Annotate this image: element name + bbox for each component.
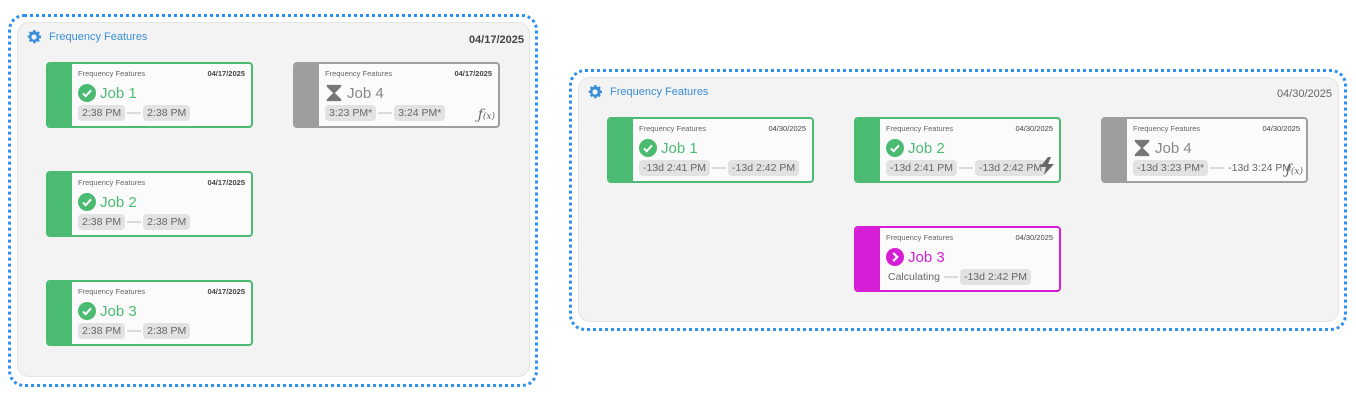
job-title: Job 4	[1155, 139, 1192, 157]
job-title: Job 2	[100, 193, 137, 211]
end-time: -13d 2:42 PM	[728, 160, 800, 176]
check-circle-icon	[78, 84, 96, 102]
card-header: Frequency Features	[78, 178, 146, 187]
group-title-label: Frequency Features	[49, 31, 148, 43]
card-date: 04/30/2025	[768, 124, 806, 133]
start-time: -13d 3:23 PM*	[1133, 160, 1209, 176]
check-circle-icon	[78, 302, 96, 320]
end-time: -13d 2:42 PM	[975, 160, 1047, 176]
end-time: 2:38 PM	[143, 214, 191, 230]
card-header: Frequency Features	[78, 287, 146, 296]
job-card[interactable]: Frequency Features 04/17/2025 Job 1 2:38 …	[46, 62, 253, 128]
card-header: Frequency Features	[1133, 124, 1201, 133]
hourglass-icon	[326, 84, 342, 102]
card-date: 04/17/2025	[454, 69, 492, 78]
card-header: Frequency Features	[886, 233, 954, 242]
job-title: Job 4	[347, 84, 384, 102]
job-title: Job 3	[908, 248, 945, 266]
check-circle-icon	[639, 139, 657, 157]
group-title[interactable]: Frequency Features	[25, 28, 147, 46]
card-date: 04/17/2025	[207, 287, 245, 296]
check-circle-icon	[78, 193, 96, 211]
group-title-label: Frequency Features	[610, 86, 709, 98]
lightning-icon	[1040, 157, 1054, 175]
start-time: 2:38 PM	[78, 323, 126, 339]
check-circle-icon	[886, 139, 904, 157]
chevron-circle-icon	[886, 248, 904, 266]
gear-icon	[27, 30, 42, 44]
job-group[interactable]	[569, 69, 1347, 331]
job-card[interactable]: Frequency Features 04/30/2025 Job 1 -13d …	[607, 117, 814, 183]
start-time: 2:38 PM	[78, 105, 126, 121]
end-time: 2:38 PM	[143, 105, 191, 121]
start-time: 3:23 PM*	[325, 105, 377, 121]
card-header: Frequency Features	[639, 124, 707, 133]
job-title: Job 1	[661, 139, 698, 157]
start-time: 2:38 PM	[78, 214, 126, 230]
function-icon: ƒ(x)	[477, 107, 495, 123]
end-time: -13d 2:42 PM	[959, 269, 1031, 285]
card-date: 04/30/2025	[1262, 124, 1300, 133]
job-title: Job 1	[100, 84, 137, 102]
function-icon: ƒ(x)	[1285, 162, 1303, 178]
end-time: 2:38 PM	[143, 323, 191, 339]
gear-icon	[588, 85, 603, 99]
end-time: 3:24 PM*	[394, 105, 446, 121]
card-date: 04/30/2025	[1015, 233, 1053, 242]
end-time: -13d 3:24 PM	[1228, 162, 1292, 174]
card-date: 04/17/2025	[207, 69, 245, 78]
job-card[interactable]: Frequency Features 04/30/2025 Job 3 Calcu…	[854, 226, 1061, 292]
start-time: -13d 2:41 PM	[886, 160, 958, 176]
job-card[interactable]: Frequency Features 04/17/2025 Job 4 3:23 …	[293, 62, 500, 128]
job-group[interactable]	[8, 14, 538, 387]
card-header: Frequency Features	[886, 124, 954, 133]
start-time: Calculating	[888, 271, 940, 283]
job-card[interactable]: Frequency Features 04/17/2025 Job 3 2:38 …	[46, 280, 253, 346]
group-title[interactable]: Frequency Features	[586, 83, 708, 101]
job-card[interactable]: Frequency Features 04/17/2025 Job 2 2:38 …	[46, 171, 253, 237]
card-header: Frequency Features	[78, 69, 146, 78]
job-title: Job 2	[908, 139, 945, 157]
job-card[interactable]: Frequency Features 04/30/2025 Job 2 -13d …	[854, 117, 1061, 183]
card-date: 04/30/2025	[1015, 124, 1053, 133]
hourglass-icon	[1134, 139, 1150, 157]
job-card[interactable]: Frequency Features 04/30/2025 Job 4 -13d …	[1101, 117, 1308, 183]
group-date: 04/30/2025	[1276, 88, 1332, 100]
card-header: Frequency Features	[325, 69, 393, 78]
group-date: 04/17/2025	[468, 34, 524, 46]
start-time: -13d 2:41 PM	[639, 160, 711, 176]
card-date: 04/17/2025	[207, 178, 245, 187]
job-title: Job 3	[100, 302, 137, 320]
